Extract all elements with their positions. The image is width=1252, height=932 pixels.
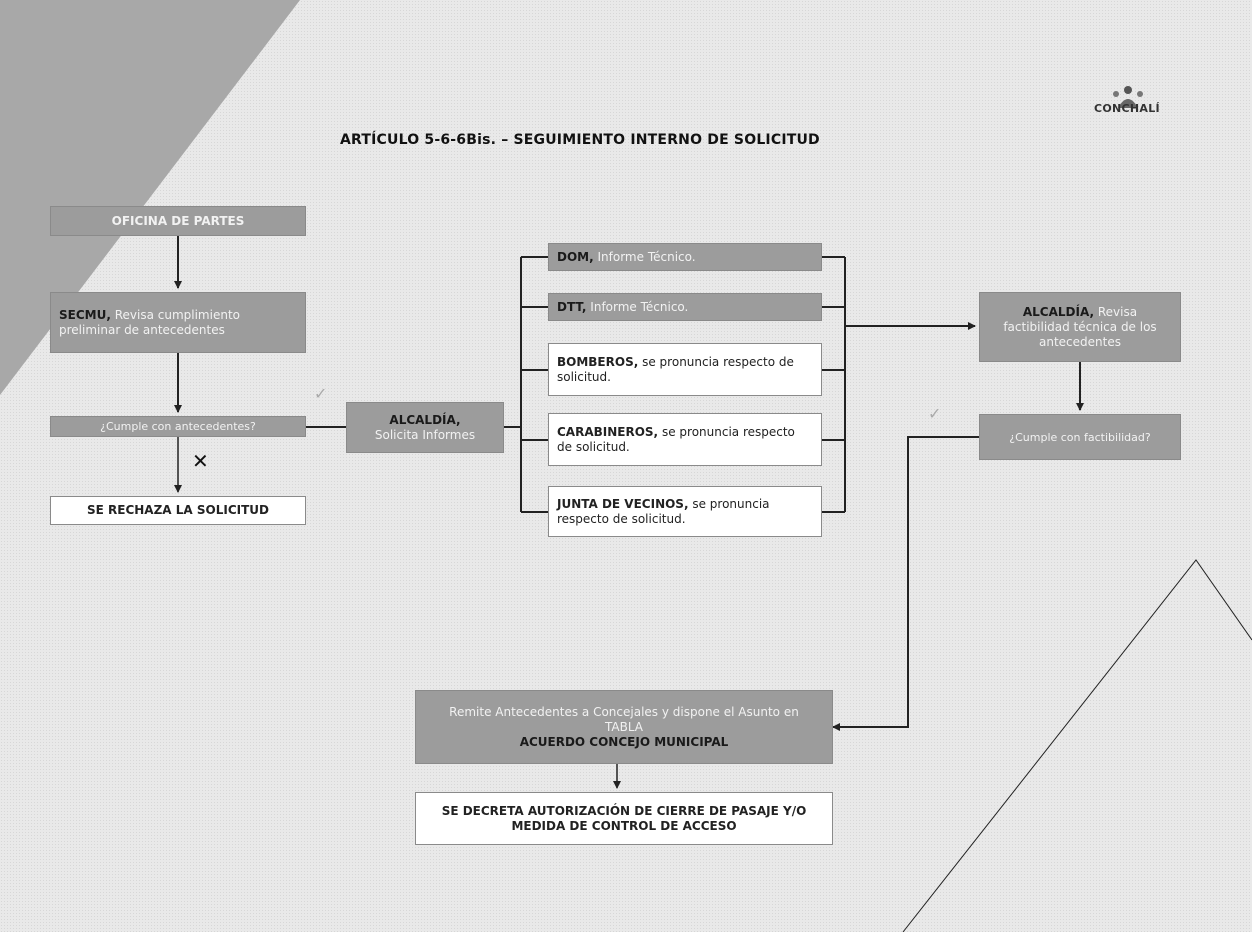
dom-text: DOM, Informe Técnico.	[557, 250, 813, 265]
oficina-label: OFICINA DE PARTES	[111, 213, 245, 228]
secmu-text: SECMU, Revisa cumplimiento preliminar de…	[59, 308, 297, 338]
bomberos-text: BOMBEROS, se pronuncia respecto de solic…	[557, 355, 813, 385]
node-dtt: DTT, Informe Técnico.	[548, 293, 822, 321]
factibilidad-check-icon: ✓	[928, 404, 942, 423]
node-se-decreta: SE DECRETA AUTORIZACIÓN DE CIERRE DE PAS…	[415, 792, 833, 845]
dtt-text: DTT, Informe Técnico.	[557, 300, 813, 315]
logo-text: CONCHALÍ	[1094, 102, 1160, 115]
node-carabineros: CARABINEROS, se pronuncia respecto de so…	[548, 413, 822, 466]
page-title: ARTÍCULO 5-6-6Bis. – SEGUIMIENTO INTERNO…	[340, 132, 820, 148]
node-oficina-de-partes: OFICINA DE PARTES	[50, 206, 306, 236]
dtt-bold: DTT,	[557, 299, 587, 314]
node-junta-de-vecinos: JUNTA DE VECINOS, se pronuncia respecto …	[548, 486, 822, 537]
node-se-rechaza: SE RECHAZA LA SOLICITUD	[50, 496, 306, 525]
carabineros-bold: CARABINEROS,	[557, 424, 659, 439]
node-cumple-antecedentes: ¿Cumple con antecedentes?	[50, 416, 306, 437]
approve-check-icon: ✓	[314, 384, 328, 403]
node-bomberos: BOMBEROS, se pronuncia respecto de solic…	[548, 343, 822, 396]
junta-desc: se pronuncia respecto de solicitud.	[557, 496, 770, 526]
bomberos-desc: se pronuncia respecto de solicitud.	[557, 354, 794, 384]
secmu-desc: Revisa cumplimiento preliminar de antece…	[59, 307, 240, 337]
alcaldia-revisa-bold: ALCALDÍA,	[1022, 304, 1095, 319]
secmu-bold: SECMU,	[59, 307, 111, 322]
cumple-factibilidad-label: ¿Cumple con factibilidad?	[1009, 430, 1151, 444]
remite-bold: ACUERDO CONCEJO MUNICIPAL	[519, 734, 729, 749]
node-alcaldia-revisa: ALCALDÍA, Revisa factibilidad técnica de…	[979, 292, 1181, 362]
alcaldia-revisa-text: ALCALDÍA, Revisa factibilidad técnica de…	[988, 305, 1172, 350]
node-secmu: SECMU, Revisa cumplimiento preliminar de…	[50, 292, 306, 353]
logo	[1090, 84, 1166, 126]
remite-desc: Remite Antecedentes a Concejales y dispo…	[449, 704, 799, 734]
node-cumple-factibilidad: ¿Cumple con factibilidad?	[979, 414, 1181, 460]
junta-text: JUNTA DE VECINOS, se pronuncia respecto …	[557, 497, 813, 527]
cumple-antecedentes-label: ¿Cumple con antecedentes?	[100, 420, 256, 433]
alcaldia-revisa-desc: Revisa factibilidad técnica de los antec…	[1003, 304, 1157, 349]
alcaldia-informes-bold: ALCALDÍA,	[389, 412, 461, 427]
junta-bold: JUNTA DE VECINOS,	[557, 496, 689, 511]
node-dom: DOM, Informe Técnico.	[548, 243, 822, 271]
bomberos-bold: BOMBEROS,	[557, 354, 639, 369]
carabineros-desc: se pronuncia respecto de solicitud.	[557, 424, 795, 454]
corner-band-bottom-right	[902, 559, 1252, 932]
reject-cross-icon: ✕	[192, 449, 209, 473]
alcaldia-informes-desc: Solicita Informes	[374, 427, 476, 442]
node-alcaldia-solicita: ALCALDÍA, Solicita Informes	[346, 402, 504, 453]
dtt-desc: Informe Técnico.	[590, 299, 689, 314]
logo-figures-icon	[1113, 86, 1143, 108]
rechaza-label: SE RECHAZA LA SOLICITUD	[87, 503, 269, 517]
carabineros-text: CARABINEROS, se pronuncia respecto de so…	[557, 425, 813, 455]
decreta-label: SE DECRETA AUTORIZACIÓN DE CIERRE DE PAS…	[441, 803, 807, 833]
dom-bold: DOM,	[557, 249, 594, 264]
arrow-factibilidad-remite	[832, 436, 979, 731]
dom-desc: Informe Técnico.	[597, 249, 696, 264]
node-remite-antecedentes: Remite Antecedentes a Concejales y dispo…	[415, 690, 833, 764]
